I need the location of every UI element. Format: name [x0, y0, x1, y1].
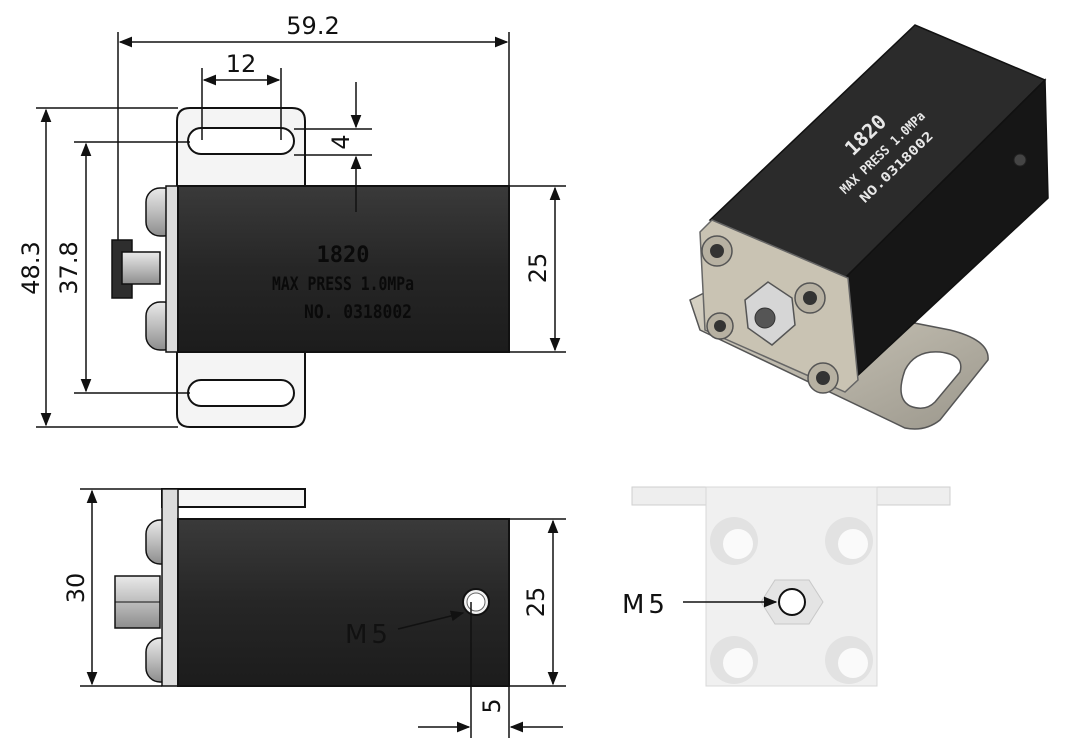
dim-slot-pitch-value: 37.8: [55, 241, 83, 294]
dim-slot-length: 12: [201, 50, 282, 140]
top-engraving-pressure: MAX PRESS 1.0MPa: [272, 273, 414, 295]
dim-slot-offset-value: 4: [327, 134, 355, 149]
dim-depth: 30: [62, 488, 162, 687]
top-body: [177, 185, 510, 353]
dim-slot-pitch: 37.8: [55, 141, 190, 394]
dim-depth-value: 30: [62, 573, 90, 604]
product-render: 1820 MAX PRESS 1.0MPa NO.0318002: [689, 24, 1049, 430]
side-view: [114, 488, 510, 687]
top-engraving-serial: NO. 0318002: [304, 301, 412, 323]
dim-slot-length-value: 12: [226, 50, 257, 78]
dim-overall-height-value: 48.3: [17, 241, 45, 294]
side-body: [177, 518, 510, 687]
top-plunger-nut: [121, 251, 161, 285]
top-front-plate: [165, 185, 179, 353]
render-bracket-slot: [900, 351, 962, 409]
end-m5-hole: [778, 588, 806, 616]
dim-body-height-top-value: 25: [524, 253, 552, 284]
dim-overall-height: 48.3: [17, 107, 178, 428]
dim-overall-length: 59.2: [117, 12, 510, 240]
side-bracket-flange: [161, 488, 306, 508]
dim-body-height-side-value: 25: [522, 587, 550, 618]
dim-hole-offset-value: 5: [478, 698, 506, 713]
top-slot-upper: [187, 127, 295, 155]
end-m5-callout: M5: [622, 590, 778, 620]
side-m5-label: M5: [345, 620, 392, 650]
dim-body-height-top: 25: [509, 185, 566, 353]
dim-hole-offset: 5: [418, 602, 563, 738]
top-slot-lower: [187, 379, 295, 407]
end-view: [631, 486, 951, 687]
dim-body-height-side: 25: [509, 518, 566, 687]
top-engraving-model: 1820: [317, 243, 370, 268]
top-view: 1820 MAX PRESS 1.0MPa NO. 0318002: [111, 107, 510, 428]
dim-overall-length-value: 59.2: [286, 12, 339, 40]
dim-slot-offset: 4: [294, 82, 372, 212]
side-front-plate: [161, 488, 179, 687]
side-m5-callout: M5: [345, 610, 465, 650]
end-m5-label: M5: [622, 590, 669, 620]
